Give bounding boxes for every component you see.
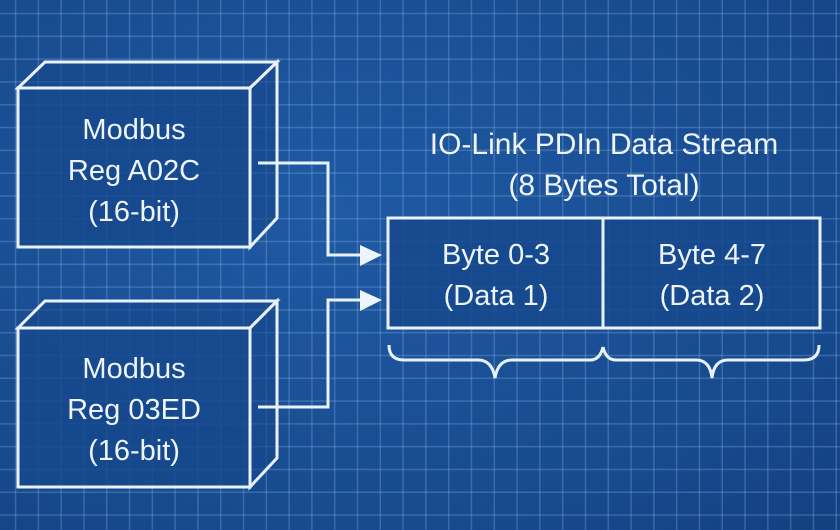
segment-2-line-1: Byte 4-7 (658, 239, 766, 271)
connector-2-line (258, 298, 362, 409)
data-stream-box: Byte 0-3 (Data 1) Byte 4-7 (Data 2) (386, 216, 822, 330)
box-2-line-3: (16-bit) (88, 435, 180, 467)
box-1-top-face (14, 60, 281, 90)
segment-bytes-0-3: Byte 0-3 (Data 1) (442, 239, 550, 312)
connector-2 (258, 290, 382, 409)
box-2-side-face (248, 297, 279, 491)
box-1-front-face (16, 86, 252, 249)
connector-1-line (258, 161, 362, 257)
box-2-top-face (14, 299, 281, 330)
box-1-side-face (248, 58, 279, 251)
brace-segment-1 (387, 344, 605, 379)
stream-subtitle: (8 Bytes Total) (508, 169, 699, 202)
modbus-register-box-1: Modbus Reg A02C (16-bit) (14, 58, 281, 251)
box-1-line-3: (16-bit) (88, 196, 180, 228)
segment-1-line-2: (Data 1) (444, 280, 549, 312)
box-2-front-face (16, 326, 252, 489)
segment-bytes-4-7: Byte 4-7 (Data 2) (658, 239, 766, 312)
box-2-line-1: Modbus (82, 353, 185, 385)
arrow-right-icon (360, 245, 382, 266)
stream-title: IO-Link PDIn Data Stream (430, 128, 778, 161)
modbus-register-box-2: Modbus Reg 03ED (16-bit) (14, 297, 281, 491)
box-1-line-1: Modbus (82, 114, 185, 146)
segment-1-line-1: Byte 0-3 (442, 239, 550, 271)
connector-1 (258, 161, 382, 266)
arrow-right-icon (360, 290, 382, 311)
brace-segment-2 (601, 344, 821, 379)
segment-2-line-2: (Data 2) (660, 280, 765, 312)
box-1-line-2: Reg A02C (68, 155, 200, 187)
box-2-line-2: Reg 03ED (67, 394, 201, 426)
